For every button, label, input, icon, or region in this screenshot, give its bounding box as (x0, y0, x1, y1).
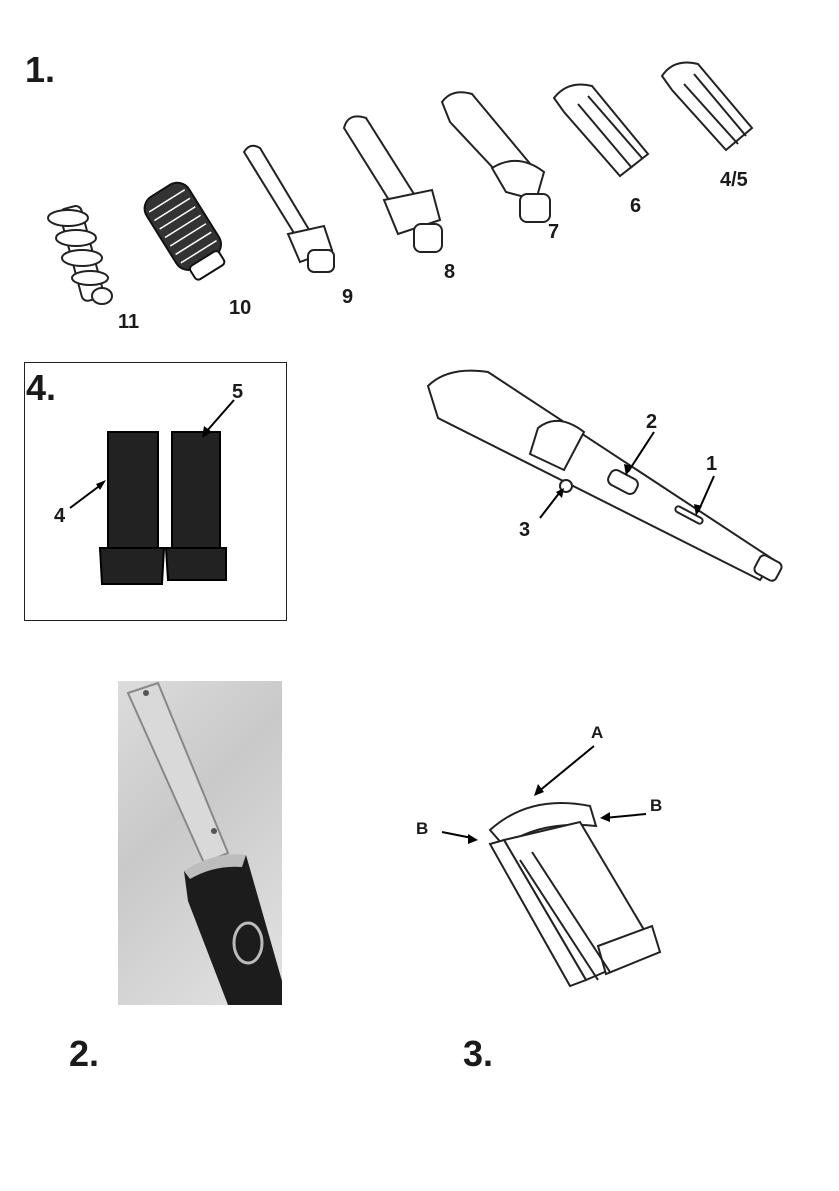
attachment-insertion-photo (118, 681, 282, 1005)
part-label-6: 6 (630, 196, 641, 216)
round-brush-attachment (138, 174, 238, 284)
clip-attachment-detail (420, 740, 680, 1000)
flat-air-brush-attachment (432, 82, 562, 232)
part-label-8: 8 (444, 262, 455, 282)
part-label-4-5: 4/5 (720, 170, 748, 190)
figure-3-number: 3. (463, 1036, 493, 1072)
figure-1-number: 1. (25, 52, 55, 88)
part-label-10: 10 (229, 298, 251, 318)
fig3-label-A: A (591, 724, 603, 741)
clip-attachment-4-5 (652, 54, 762, 158)
curling-iron-small-attachment (232, 138, 352, 288)
spiral-curler-attachment (32, 196, 132, 316)
fig3-label-B-right: B (650, 797, 662, 814)
handle-label-2: 2 (646, 412, 657, 432)
part-label-7: 7 (548, 222, 559, 242)
clip-label-4: 4 (54, 506, 65, 526)
clip-label-5: 5 (232, 382, 243, 402)
styler-handle-illustration (418, 362, 790, 592)
handle-label-3: 3 (519, 520, 530, 540)
part-label-9: 9 (342, 287, 353, 307)
part-label-11: 11 (118, 312, 139, 332)
handle-label-1: 1 (706, 454, 717, 474)
clip-pair-4-and-5 (40, 380, 280, 610)
figure-2-number: 2. (69, 1036, 99, 1072)
fig3-label-B-left: B (416, 820, 428, 837)
clip-attachment-6 (548, 72, 658, 184)
